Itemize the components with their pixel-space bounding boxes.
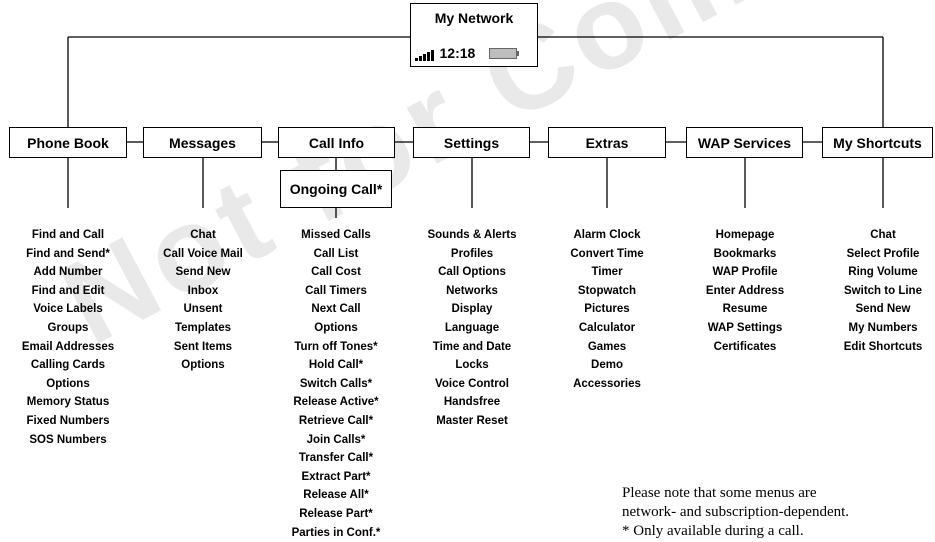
menu-item[interactable]: Unsent bbox=[163, 300, 243, 319]
menu-item[interactable]: Parties in Conf.* bbox=[292, 524, 381, 542]
menu-item[interactable]: Join Calls* bbox=[292, 431, 381, 450]
menu-item[interactable]: Find and Call bbox=[22, 226, 114, 245]
menu-item[interactable]: Options bbox=[163, 356, 243, 375]
menu-item[interactable]: Transfer Call* bbox=[292, 449, 381, 468]
menu-item[interactable]: Missed Calls bbox=[292, 226, 381, 245]
status-bar: 12:18 bbox=[415, 45, 533, 61]
menu-item[interactable]: Homepage bbox=[706, 226, 784, 245]
menu-item[interactable]: Edit Shortcuts bbox=[844, 338, 923, 357]
clock-time: 12:18 bbox=[440, 45, 476, 61]
menu-item[interactable]: Language bbox=[427, 319, 516, 338]
menu-item[interactable]: Memory Status bbox=[22, 393, 114, 412]
menu-item[interactable]: Handsfree bbox=[427, 393, 516, 412]
menu-item[interactable]: Release Part* bbox=[292, 505, 381, 524]
menu-item[interactable]: Retrieve Call* bbox=[292, 412, 381, 431]
menu-extras[interactable]: Extras bbox=[548, 127, 666, 158]
menu-item[interactable]: WAP Settings bbox=[706, 319, 784, 338]
menu-item[interactable]: Find and Edit bbox=[22, 282, 114, 301]
menu-messages[interactable]: Messages bbox=[143, 127, 262, 158]
menu-item[interactable]: Display bbox=[427, 300, 516, 319]
menu-wap-services[interactable]: WAP Services bbox=[686, 127, 803, 158]
menu-item[interactable]: My Numbers bbox=[844, 319, 923, 338]
menu-item[interactable]: Inbox bbox=[163, 282, 243, 301]
menu-item[interactable]: Alarm Clock bbox=[570, 226, 643, 245]
menu-item[interactable]: Enter Address bbox=[706, 282, 784, 301]
menu-item[interactable]: Call Timers bbox=[292, 282, 381, 301]
menu-item[interactable]: Calling Cards bbox=[22, 356, 114, 375]
menu-item[interactable]: Send New bbox=[844, 300, 923, 319]
menu-item[interactable]: Email Addresses bbox=[22, 338, 114, 357]
menu-item[interactable]: Chat bbox=[163, 226, 243, 245]
footnote-line: * Only available during a call. bbox=[622, 522, 849, 541]
menu-item[interactable]: Stopwatch bbox=[570, 282, 643, 301]
menu-item[interactable]: Templates bbox=[163, 319, 243, 338]
menu-item[interactable]: Call List bbox=[292, 245, 381, 264]
menu-item[interactable]: Chat bbox=[844, 226, 923, 245]
menu-item[interactable]: Call Options bbox=[427, 263, 516, 282]
menu-item[interactable]: Release All* bbox=[292, 486, 381, 505]
menu-item[interactable]: Accessories bbox=[570, 375, 643, 394]
submenu-ongoing-call[interactable]: Ongoing Call* bbox=[280, 170, 392, 208]
footnote: Please note that some menus are network-… bbox=[622, 484, 849, 541]
menu-item[interactable]: Next Call bbox=[292, 300, 381, 319]
menu-item[interactable]: Voice Control bbox=[427, 375, 516, 394]
menu-item[interactable]: Find and Send* bbox=[22, 245, 114, 264]
menu-item[interactable]: Convert Time bbox=[570, 245, 643, 264]
menu-item[interactable]: Hold Call* bbox=[292, 356, 381, 375]
menu-item[interactable]: Resume bbox=[706, 300, 784, 319]
footnote-line: Please note that some menus are bbox=[622, 484, 849, 503]
menu-item[interactable]: Select Profile bbox=[844, 245, 923, 264]
signal-bars-icon bbox=[415, 49, 434, 61]
menu-item[interactable]: Turn off Tones* bbox=[292, 338, 381, 357]
menu-item[interactable]: Pictures bbox=[570, 300, 643, 319]
menu-item[interactable]: Call Cost bbox=[292, 263, 381, 282]
footnote-line: network- and subscription-dependent. bbox=[622, 503, 849, 522]
menu-item[interactable]: Options bbox=[292, 319, 381, 338]
menu-item[interactable]: Send New bbox=[163, 263, 243, 282]
menu-item[interactable]: Profiles bbox=[427, 245, 516, 264]
menu-item[interactable]: Add Number bbox=[22, 263, 114, 282]
menu-item[interactable]: Ring Volume bbox=[844, 263, 923, 282]
menu-item[interactable]: Options bbox=[22, 375, 114, 394]
menu-item[interactable]: Switch Calls* bbox=[292, 375, 381, 394]
menu-item[interactable]: SOS Numbers bbox=[22, 431, 114, 450]
menu-item[interactable]: Sent Items bbox=[163, 338, 243, 357]
menu-item[interactable]: Release Active* bbox=[292, 393, 381, 412]
menu-item[interactable]: Switch to Line bbox=[844, 282, 923, 301]
menu-my-shortcuts[interactable]: My Shortcuts bbox=[822, 127, 933, 158]
menu-item[interactable]: Call Voice Mail bbox=[163, 245, 243, 264]
root-node[interactable]: My Network 12:18 bbox=[410, 3, 538, 67]
menu-item[interactable]: Calculator bbox=[570, 319, 643, 338]
battery-icon bbox=[489, 48, 517, 59]
menu-item[interactable]: Bookmarks bbox=[706, 245, 784, 264]
menu-item[interactable]: Games bbox=[570, 338, 643, 357]
menu-settings[interactable]: Settings bbox=[413, 127, 530, 158]
menu-item[interactable]: Time and Date bbox=[427, 338, 516, 357]
menu-item[interactable]: Locks bbox=[427, 356, 516, 375]
menu-item[interactable]: Timer bbox=[570, 263, 643, 282]
menu-item[interactable]: Fixed Numbers bbox=[22, 412, 114, 431]
menu-item[interactable]: WAP Profile bbox=[706, 263, 784, 282]
menu-item[interactable]: Certificates bbox=[706, 338, 784, 357]
menu-item[interactable]: Voice Labels bbox=[22, 300, 114, 319]
menu-item[interactable]: Sounds & Alerts bbox=[427, 226, 516, 245]
menu-item[interactable]: Networks bbox=[427, 282, 516, 301]
menu-phone-book[interactable]: Phone Book bbox=[9, 127, 127, 158]
menu-item[interactable]: Extract Part* bbox=[292, 468, 381, 487]
menu-call-info[interactable]: Call Info bbox=[278, 127, 395, 158]
menu-item[interactable]: Demo bbox=[570, 356, 643, 375]
menu-item[interactable]: Groups bbox=[22, 319, 114, 338]
menu-item[interactable]: Master Reset bbox=[427, 412, 516, 431]
root-title: My Network bbox=[411, 10, 537, 26]
